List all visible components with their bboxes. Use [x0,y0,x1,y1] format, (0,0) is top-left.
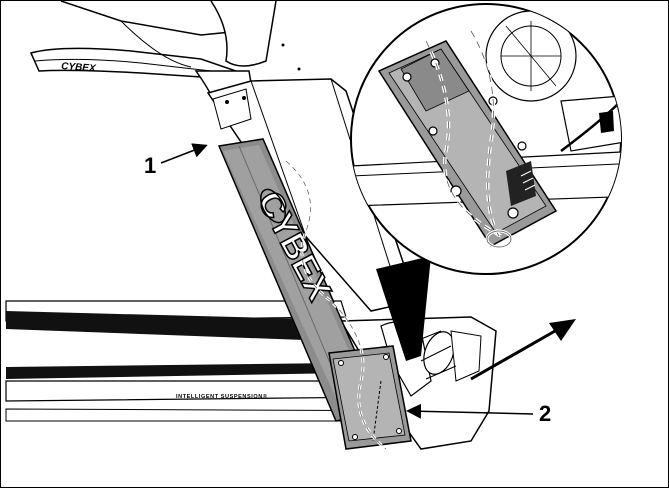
callout-1-number: 1 [144,153,156,178]
detail-inset [351,4,641,274]
console-assembly: CYBEX [31,1,276,95]
arrow-icon [161,146,205,163]
callout-1: 1 [144,146,205,178]
deck-label: INTELLIGENT SUSPENSION® [176,393,268,400]
callout-2-number: 2 [539,401,551,426]
console-logo: CYBEX [61,61,97,74]
